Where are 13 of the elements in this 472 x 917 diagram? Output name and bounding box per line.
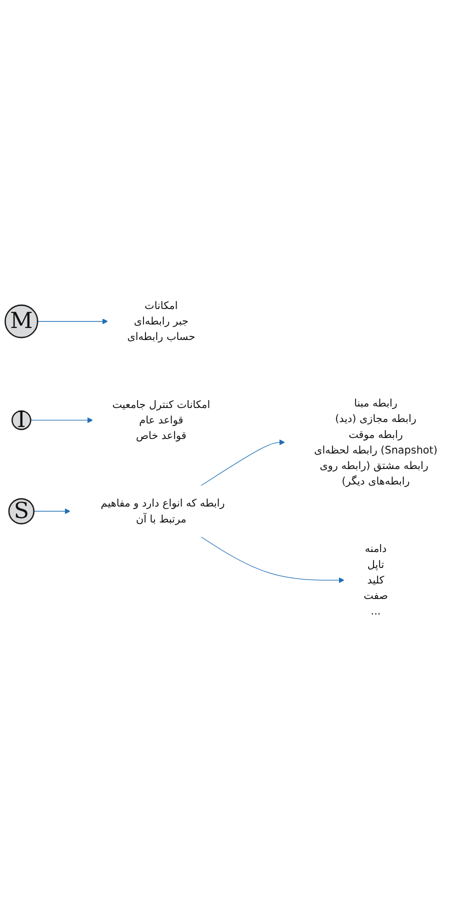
node-circle: M xyxy=(4,304,38,338)
node-text: رابطه مبنا رابطه مجازی (دید) رابطه موقت رابطه لحظه‌ای (Snapshot) رابطه مشتق (رابطه روی رابطه‌های دیگر) xyxy=(314,396,438,488)
node-text: امکانات جبر رابطه‌ای حساب رابطه‌ای xyxy=(127,299,196,343)
arrow xyxy=(200,536,344,583)
arrow xyxy=(37,318,108,324)
node-text: امکانات کنترل جامعیت قواعد عام قواعد خاص xyxy=(112,398,210,442)
arrow xyxy=(200,439,285,486)
arrow xyxy=(34,508,70,514)
node-text: دامنه تاپل کلید صفت ... xyxy=(364,542,388,618)
node-text: رابطه که انواع دارد و مفاهیم مرتبط با آن xyxy=(100,496,225,525)
arrow xyxy=(30,417,93,423)
node-circle: I xyxy=(12,410,32,430)
node-circle: S xyxy=(8,498,34,524)
